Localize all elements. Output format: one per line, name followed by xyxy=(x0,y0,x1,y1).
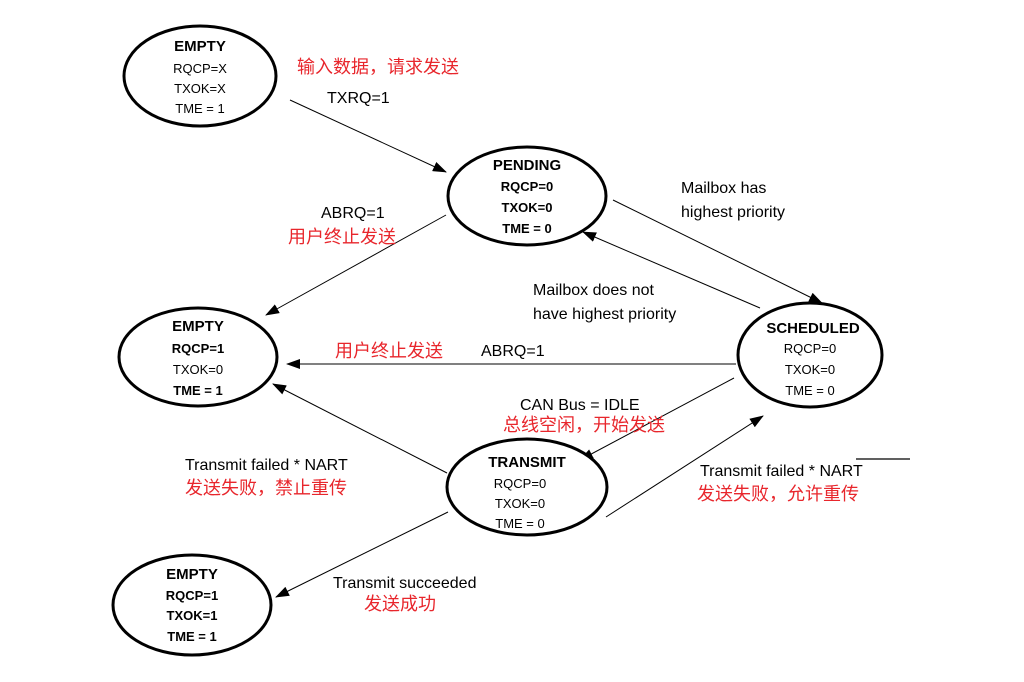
label-input-request-cn: 输入数据，请求发送 xyxy=(297,57,459,78)
label-bus-idle: CAN Bus = IDLE xyxy=(520,397,640,414)
label-fail-retry-prefix: Transmit failed * xyxy=(700,463,819,480)
state-txok: TXOK=1 xyxy=(167,608,218,623)
edge-pending-to-empty-abort xyxy=(265,214,447,316)
state-empty-bottom: EMPTY RQCP=1 TXOK=1 TME = 1 xyxy=(111,553,273,657)
state-tme: TME = 1 xyxy=(173,383,223,398)
state-txok: TXOK=0 xyxy=(502,200,553,215)
label-highest-priority-2: highest priority xyxy=(681,204,785,221)
state-title: EMPTY xyxy=(166,566,218,583)
label-pending-abort-cn: 用户终止发送 xyxy=(288,227,396,248)
edge-scheduled-to-pending xyxy=(582,231,761,309)
state-txok: TXOK=X xyxy=(174,81,226,96)
edge-transmit-to-scheduled xyxy=(605,415,764,518)
state-pending: PENDING RQCP=0 TXOK=0 TME = 0 xyxy=(446,145,608,247)
state-rqcp: RQCP=0 xyxy=(784,341,836,356)
state-txok: TXOK=0 xyxy=(173,362,223,377)
label-fail-retry-cn: 发送失败，允许重传 xyxy=(697,484,859,505)
label-succeeded: Transmit succeeded xyxy=(333,575,476,592)
label-scheduled-abort-cn: 用户终止发送 xyxy=(335,341,443,362)
state-title: TRANSMIT xyxy=(488,454,566,471)
state-title: PENDING xyxy=(493,157,561,174)
state-tme: TME = 0 xyxy=(495,516,545,531)
label-fail-retry-nart: NART xyxy=(819,463,862,480)
state-txok: TXOK=0 xyxy=(785,362,835,377)
edge-pending-to-scheduled xyxy=(612,199,823,304)
state-empty-mid: EMPTY RQCP=1 TXOK=0 TME = 1 xyxy=(117,306,279,408)
state-title: EMPTY xyxy=(174,38,226,55)
state-txok: TXOK=0 xyxy=(495,496,545,511)
state-title: EMPTY xyxy=(172,318,224,335)
label-scheduled-abrq: ABRQ=1 xyxy=(481,343,545,360)
state-rqcp: RQCP=1 xyxy=(172,341,224,356)
state-rqcp: RQCP=0 xyxy=(501,179,553,194)
label-highest-priority-1: Mailbox has xyxy=(681,180,766,197)
label-succeeded-cn: 发送成功 xyxy=(364,594,436,615)
label-bus-idle-cn: 总线空闲，开始发送 xyxy=(503,415,665,436)
label-not-highest-1: Mailbox does not xyxy=(533,282,655,299)
state-title: SCHEDULED xyxy=(766,320,860,337)
state-tme: TME = 1 xyxy=(175,101,225,116)
label-fail-retry: Transmit failed * NART xyxy=(700,463,863,480)
state-tme: TME = 0 xyxy=(502,221,552,236)
label-fail-nart: Transmit failed * NART xyxy=(185,457,348,474)
state-rqcp: RQCP=X xyxy=(173,61,227,76)
edge-empty-to-pending xyxy=(289,99,447,173)
state-empty-top: EMPTY RQCP=X TXOK=X TME = 1 xyxy=(122,24,278,128)
state-tme: TME = 0 xyxy=(785,383,835,398)
state-rqcp: RQCP=0 xyxy=(494,476,546,491)
label-fail-nart-cn: 发送失败，禁止重传 xyxy=(185,478,347,499)
label-pending-abrq: ABRQ=1 xyxy=(321,205,385,222)
state-tme: TME = 1 xyxy=(167,629,217,644)
edge-transmit-to-empty-failed xyxy=(272,383,448,474)
state-rqcp: RQCP=1 xyxy=(166,588,218,603)
label-txrq: TXRQ=1 xyxy=(327,90,390,107)
state-scheduled: SCHEDULED RQCP=0 TXOK=0 TME = 0 xyxy=(736,301,884,409)
edge-transmit-to-empty-succeeded xyxy=(275,511,449,598)
state-transmit: TRANSMIT RQCP=0 TXOK=0 TME = 0 xyxy=(445,437,609,537)
edge-scheduled-to-transmit xyxy=(579,377,735,461)
label-not-highest-2: have highest priority xyxy=(533,306,676,323)
